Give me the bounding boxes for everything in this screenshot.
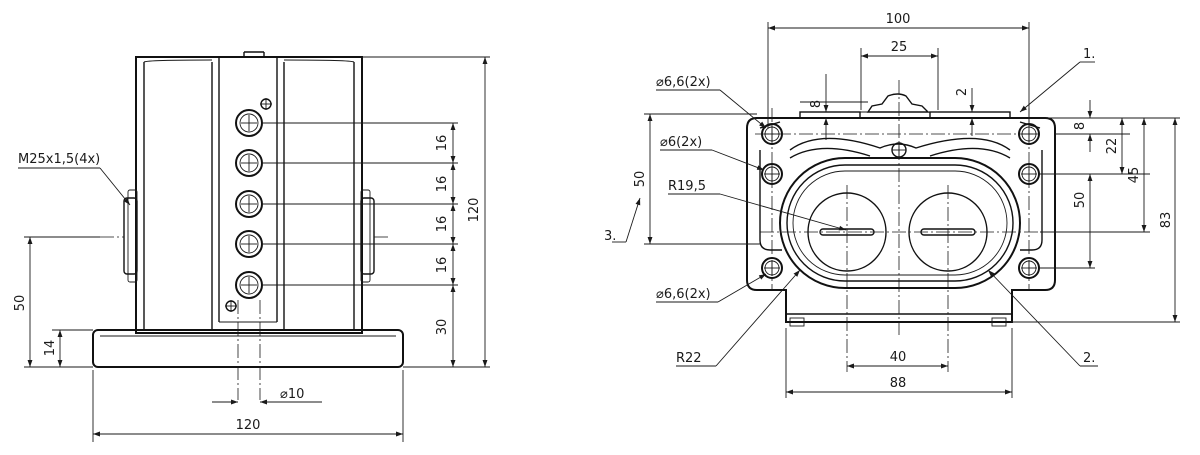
left-view: M25x1,5(4x) 50 14 16 16 16 16 30 120 ⌀10…: [13, 51, 490, 442]
label-hole-6: ⌀6(2x): [660, 135, 702, 150]
left-body: [135, 56, 363, 334]
right-plunger: [866, 93, 930, 113]
left-base-flange: [92, 329, 404, 368]
label-dim-45: 45: [1127, 167, 1142, 184]
label-dim-88: 88: [890, 376, 907, 391]
label-dim-120-vertical: 120: [467, 198, 482, 223]
label-dim-30: 30: [435, 319, 450, 336]
label-dim-16-a: 16: [435, 135, 450, 152]
label-radius-22: R22: [676, 351, 702, 366]
label-dim-2: 2: [955, 88, 970, 96]
label-callout-2: 2.: [1083, 351, 1095, 366]
label-dim-100: 100: [886, 12, 911, 27]
label-dim-50-left: 50: [633, 171, 648, 188]
label-dim-14: 14: [43, 340, 58, 357]
label-callout-3: 3.: [604, 229, 616, 244]
label-dim-120-horizontal: 120: [236, 418, 261, 433]
label-hole-diameter: ⌀10: [280, 387, 304, 402]
right-view: 100 25 8 2 ⌀6,6(2x) ⌀6(2x) R19,5 50 3. ⌀…: [604, 12, 1180, 398]
label-dim-8-right: 8: [1073, 122, 1088, 130]
label-dim-50-right: 50: [1073, 192, 1088, 209]
right-chamber-outer: [779, 157, 1021, 289]
label-radius-195: R19,5: [668, 179, 706, 194]
label-dim-50-left: 50: [13, 295, 28, 312]
label-dim-16-c: 16: [435, 216, 450, 233]
label-dim-16-d: 16: [435, 257, 450, 274]
label-dim-25: 25: [891, 40, 908, 55]
label-thread: M25x1,5(4x): [18, 152, 100, 167]
label-callout-1: 1.: [1083, 47, 1095, 62]
left-holes: [225, 98, 272, 312]
label-dim-40: 40: [890, 350, 907, 365]
label-dim-83: 83: [1159, 212, 1174, 229]
label-hole-66-bottom: ⌀6,6(2x): [656, 287, 711, 302]
label-hole-66-top: ⌀6,6(2x): [656, 75, 711, 90]
label-dim-22: 22: [1105, 138, 1120, 155]
label-dim-8-top: 8: [809, 100, 824, 108]
label-dim-16-b: 16: [435, 176, 450, 193]
